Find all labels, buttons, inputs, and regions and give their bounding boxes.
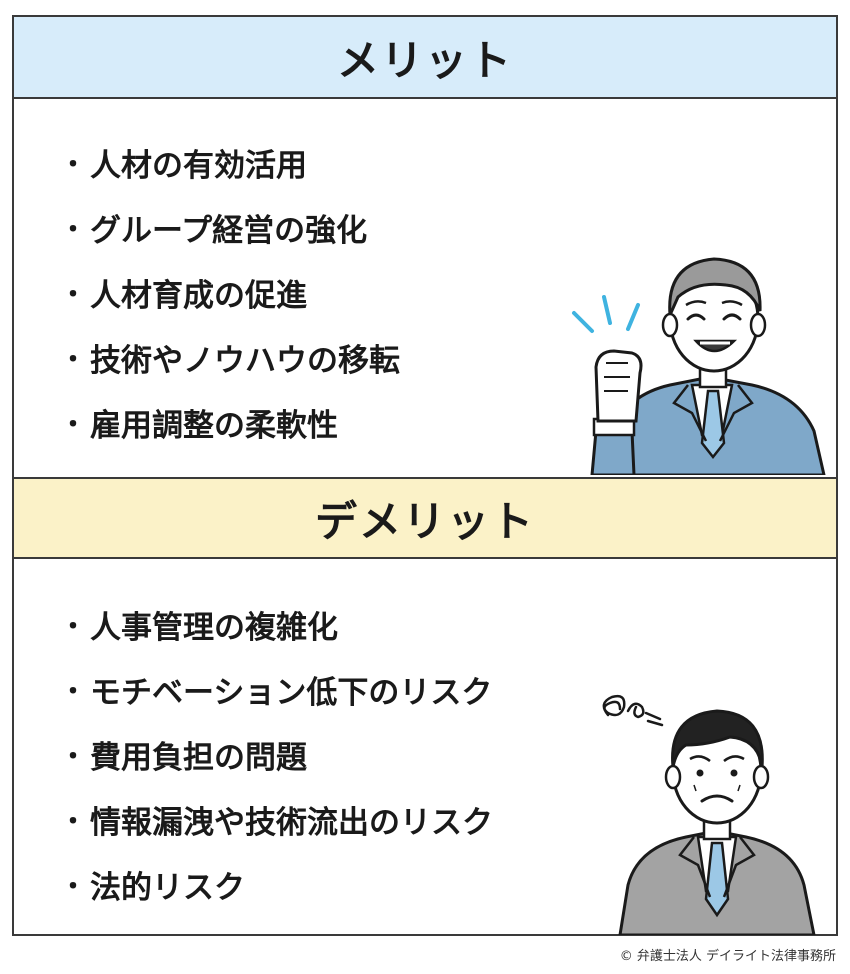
- bullet: ・: [60, 345, 87, 375]
- list-item: ・グループ経営の強化: [60, 195, 400, 260]
- list-item: ・雇用調整の柔軟性: [60, 390, 400, 455]
- merit-item-text: 人材育成の促進: [90, 278, 307, 314]
- bullet: ・: [60, 742, 87, 772]
- comparison-frame: メリット ・人材の有効活用 ・グループ経営の強化 ・人材育成の促進 ・技術やノウ…: [12, 15, 838, 936]
- demerit-heading: デメリット: [14, 477, 836, 559]
- list-item: ・モチベーション低下のリスク: [60, 657, 493, 722]
- smiling-businessman-icon: [572, 257, 826, 475]
- bullet: ・: [60, 215, 87, 245]
- merit-heading: メリット: [14, 17, 836, 99]
- list-item: ・費用負担の問題: [60, 722, 493, 787]
- worried-businessman-icon: [602, 694, 816, 935]
- list-item: ・情報漏洩や技術流出のリスク: [60, 787, 493, 852]
- list-item: ・法的リスク: [60, 852, 493, 917]
- demerit-heading-text: デメリット: [314, 496, 535, 546]
- merit-item-text: 技術やノウハウの移転: [90, 343, 400, 379]
- bullet: ・: [60, 150, 87, 180]
- copyright-credit: © 弁護士法人 デイライト法律事務所: [619, 949, 836, 964]
- demerit-list: ・人事管理の複雑化 ・モチベーション低下のリスク ・費用負担の問題 ・情報漏洩や…: [60, 592, 493, 917]
- merit-item-text: 人材の有効活用: [90, 148, 307, 184]
- merit-list: ・人材の有効活用 ・グループ経営の強化 ・人材育成の促進 ・技術やノウハウの移転…: [60, 130, 400, 455]
- bullet: ・: [60, 677, 87, 707]
- merit-heading-text: メリット: [336, 35, 513, 85]
- list-item: ・技術やノウハウの移転: [60, 325, 400, 390]
- demerit-item-text: 情報漏洩や技術流出のリスク: [90, 805, 493, 841]
- list-item: ・人材育成の促進: [60, 260, 400, 325]
- merit-item-text: グループ経営の強化: [90, 213, 368, 249]
- bullet: ・: [60, 410, 87, 440]
- bullet: ・: [60, 807, 87, 837]
- bullet: ・: [60, 872, 87, 902]
- demerit-item-text: モチベーション低下のリスク: [90, 675, 493, 711]
- bullet: ・: [60, 612, 87, 642]
- demerit-item-text: 費用負担の問題: [90, 740, 307, 776]
- list-item: ・人事管理の複雑化: [60, 592, 493, 657]
- list-item: ・人材の有効活用: [60, 130, 400, 195]
- demerit-item-text: 人事管理の複雑化: [90, 610, 338, 646]
- demerit-item-text: 法的リスク: [90, 870, 245, 906]
- bullet: ・: [60, 280, 87, 310]
- merit-item-text: 雇用調整の柔軟性: [90, 408, 338, 444]
